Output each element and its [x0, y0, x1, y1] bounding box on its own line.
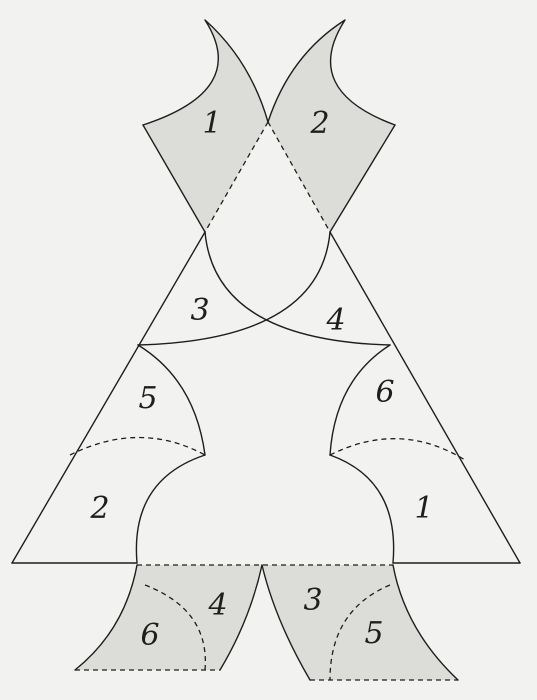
top-right-flap-outline	[267, 19, 396, 126]
label-bottom-left-inner: 4	[207, 588, 227, 623]
label-top-right: 2	[309, 106, 329, 141]
label-upper-right: 4	[325, 303, 345, 338]
low-right-arc	[329, 454, 395, 564]
bottom-right-inner-dashed	[329, 584, 391, 681]
top-right-dashed-fold	[267, 121, 331, 233]
mid-right-cut	[329, 344, 391, 456]
label-upper-left: 3	[190, 293, 209, 328]
mid-left-cut	[137, 344, 206, 456]
label-mid-right: 6	[375, 375, 394, 410]
upper-right-arc	[137, 231, 331, 346]
mid-left-dashed	[69, 436, 206, 456]
bottom-left-inner-dashed	[144, 584, 206, 671]
bottom-right-flap-fill	[262, 565, 458, 680]
bottom-right-flap-outline	[261, 564, 459, 681]
label-bottom-left-outer: 6	[140, 618, 159, 653]
low-left-arc	[135, 454, 206, 564]
top-right-flap-edge	[329, 124, 396, 233]
bottom-left-flap-outline	[74, 564, 263, 671]
top-right-flap-fill	[268, 20, 395, 232]
label-low-left: 2	[89, 491, 109, 526]
top-left-flap-outline	[142, 19, 269, 126]
label-bottom-right-outer: 5	[364, 616, 383, 651]
label-low-right: 1	[414, 491, 433, 526]
top-left-flap-edge	[142, 124, 206, 233]
bottom-left-flap-fill	[75, 565, 262, 670]
mid-right-dashed	[329, 438, 466, 461]
upper-left-arc	[204, 231, 391, 346]
label-bottom-right-inner: 3	[303, 583, 322, 618]
triangle-right-edge	[329, 231, 521, 564]
top-left-flap-fill	[143, 20, 268, 232]
triangle-left-edge	[11, 231, 206, 564]
top-left-dashed-fold	[204, 121, 269, 233]
label-top-left: 1	[202, 106, 221, 141]
label-mid-left: 5	[138, 381, 157, 416]
